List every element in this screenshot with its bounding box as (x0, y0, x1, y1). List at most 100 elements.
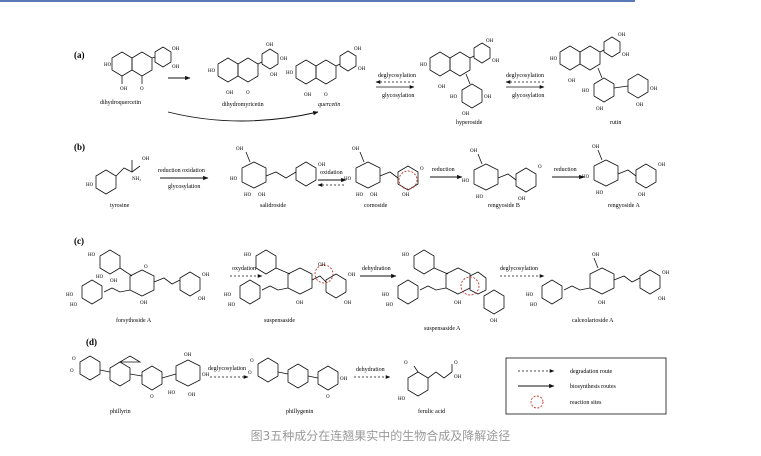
svg-text:OH: OH (490, 319, 498, 324)
svg-text:OH: OH (618, 33, 626, 38)
svg-text:OH: OH (438, 85, 446, 90)
svg-text:HO: HO (286, 71, 294, 76)
svg-text:OH: OH (120, 87, 128, 92)
dihydroquercetin-structure (111, 46, 172, 84)
compound-suspensaside: suspensaside (264, 318, 295, 324)
panel-c-label: (c) (74, 236, 84, 246)
hyperoside-structure (429, 42, 491, 109)
svg-text:OH: OH (340, 377, 348, 382)
compound-rengyoside-b: rengyoside B (488, 203, 520, 209)
arrow-d1-top: deglycosylation (208, 366, 246, 372)
svg-text:OH: OH (318, 263, 326, 268)
svg-text:HO: HO (244, 193, 252, 198)
rengyoside-a-structure (593, 149, 657, 189)
arrow-c3-top: deglycosylation (500, 266, 538, 272)
svg-text:OH: OH (658, 163, 666, 168)
svg-text:O: O (248, 371, 252, 376)
svg-text:OH: OH (484, 95, 492, 100)
svg-text:OH: OH (622, 53, 630, 58)
svg-text:O: O (250, 359, 254, 364)
svg-text:OH: OH (266, 43, 274, 48)
svg-text:NH₂: NH₂ (132, 177, 141, 182)
svg-text:HO: HO (530, 303, 538, 308)
svg-text:OH: OH (592, 253, 600, 258)
svg-text:OH: OH (402, 193, 410, 198)
arrow-a2-bottom: glycosylation (382, 93, 414, 99)
svg-text:OH: OH (486, 39, 494, 44)
tyrosine-structure (95, 160, 141, 195)
compound-quercetin: quercetin (318, 102, 340, 108)
svg-text:HO: HO (462, 179, 470, 184)
arrow-a3-bottom: glycosylation (512, 93, 544, 99)
svg-text:OH: OH (198, 297, 206, 302)
svg-text:OH: OH (650, 87, 658, 92)
svg-text:OH: OH (344, 301, 352, 306)
svg-text:HO: HO (596, 191, 604, 196)
svg-text:O: O (326, 395, 330, 400)
arrow-c2-top: dehydration (362, 266, 391, 272)
svg-text:HO: HO (356, 193, 364, 198)
compound-dihydromyricetin: dihydromyricetin (222, 102, 264, 108)
svg-text:OH: OH (258, 193, 266, 198)
arrow-a2-top: deglycosylation (378, 73, 416, 79)
compound-ferulic-acid: ferulic acid (418, 408, 445, 415)
svg-text:HO: HO (96, 275, 104, 280)
svg-text:OH: OH (352, 147, 360, 152)
reaction-site-suspensaside (314, 264, 334, 284)
svg-text:HO: HO (382, 293, 390, 298)
svg-text:HO: HO (582, 89, 590, 94)
panel-d-label: (d) (86, 337, 97, 347)
suspensaside-structure (239, 249, 347, 305)
svg-text:OH: OH (454, 375, 462, 380)
svg-text:HO: HO (450, 95, 458, 100)
cornoside-structure (355, 151, 419, 191)
svg-text:HO: HO (420, 63, 428, 68)
svg-text:OH: OH (172, 47, 180, 52)
svg-text:OH: OH (470, 149, 478, 154)
compound-phillyrin: phillyrin (110, 409, 131, 415)
svg-text:OH: OH (636, 103, 644, 108)
compound-suspensaside-a: suspensaside A (424, 326, 461, 332)
svg-text:O: O (454, 361, 458, 366)
svg-text:O: O (72, 357, 76, 362)
arrow-b1-bottom: glycosylation (168, 184, 200, 190)
phillyrin-structure (79, 355, 201, 391)
dihydromyricetin-structure (217, 48, 279, 83)
rengyoside-b-structure (473, 153, 537, 193)
rutin-structure (559, 36, 649, 103)
top-accent-rule (0, 0, 635, 2)
legend: degradation route biosynthesis routes re… (505, 357, 667, 415)
compound-hyperoside: hyperoside (456, 120, 483, 126)
svg-text:O: O (324, 93, 328, 98)
svg-text:OH: OH (568, 79, 576, 84)
svg-text:HO: HO (402, 253, 410, 258)
phillygenin-structure (257, 357, 339, 391)
svg-text:HO: HO (168, 391, 176, 396)
svg-text:HO: HO (398, 397, 406, 402)
compound-rengyoside-a: rengyoside A (608, 203, 640, 209)
svg-text:OH: OH (184, 353, 192, 358)
svg-text:OH: OH (172, 65, 180, 70)
arrow-b2-top: oxidation (320, 170, 343, 176)
svg-text:HO: HO (476, 195, 484, 200)
svg-text:OH: OH (348, 273, 356, 278)
svg-text:HO: HO (386, 303, 394, 308)
svg-text:O: O (140, 87, 144, 92)
svg-text:OH: OH (358, 67, 366, 72)
svg-text:OH: OH (592, 145, 600, 150)
svg-text:HO: HO (86, 183, 94, 188)
svg-text:OH: OH (226, 91, 234, 96)
svg-text:O: O (420, 167, 424, 172)
svg-text:OH: OH (462, 112, 470, 117)
legend-box (505, 357, 667, 415)
svg-text:O: O (246, 91, 250, 96)
arrow-a3-top: deglycosylation (506, 73, 544, 79)
svg-text:O: O (404, 361, 408, 366)
svg-text:O: O (150, 395, 154, 400)
svg-text:HO: HO (66, 293, 74, 298)
legend-reaction-sites: reaction sites (570, 400, 602, 406)
svg-text:HO: HO (526, 293, 534, 298)
svg-text:HO: HO (70, 303, 78, 308)
svg-text:OH: OH (598, 301, 606, 306)
